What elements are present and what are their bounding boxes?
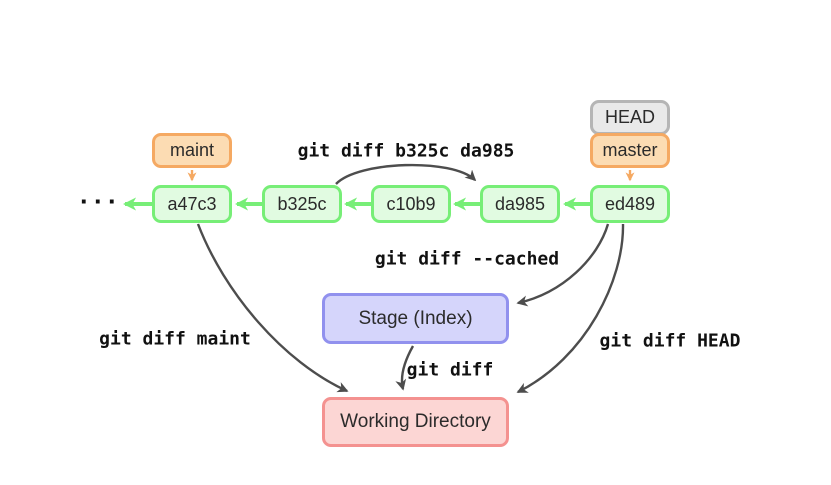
cmd-git-diff-range: git diff b325c da985 (297, 140, 515, 162)
maint-branch-box: maint (152, 133, 232, 168)
cmd-git-diff-plain: git diff (406, 359, 494, 381)
cmd-git-diff-head: git diff HEAD (599, 330, 741, 352)
diff-maint-arrow (196, 223, 349, 393)
diff-range-arrow (335, 163, 477, 185)
diff-head-arrow (516, 223, 625, 394)
diff-plain-arrow (395, 345, 415, 391)
cmd-git-diff-maint: git diff maint (99, 328, 251, 350)
head-label-box: HEAD (590, 100, 670, 135)
history-ellipsis: ··· (80, 186, 122, 217)
master-branch-box: master (590, 133, 670, 168)
commit-node-ed489: ed489 (590, 185, 670, 223)
diff-cached-arrow (516, 223, 610, 307)
commit-node-b325c: b325c (262, 185, 342, 223)
stage-index-box: Stage (Index) (322, 293, 509, 344)
working-directory-box: Working Directory (322, 397, 509, 447)
commit-node-da985: da985 (480, 185, 560, 223)
cmd-git-diff-cached: git diff --cached (374, 248, 560, 270)
commit-node-a47c3: a47c3 (152, 185, 232, 223)
commit-node-c10b9: c10b9 (371, 185, 451, 223)
